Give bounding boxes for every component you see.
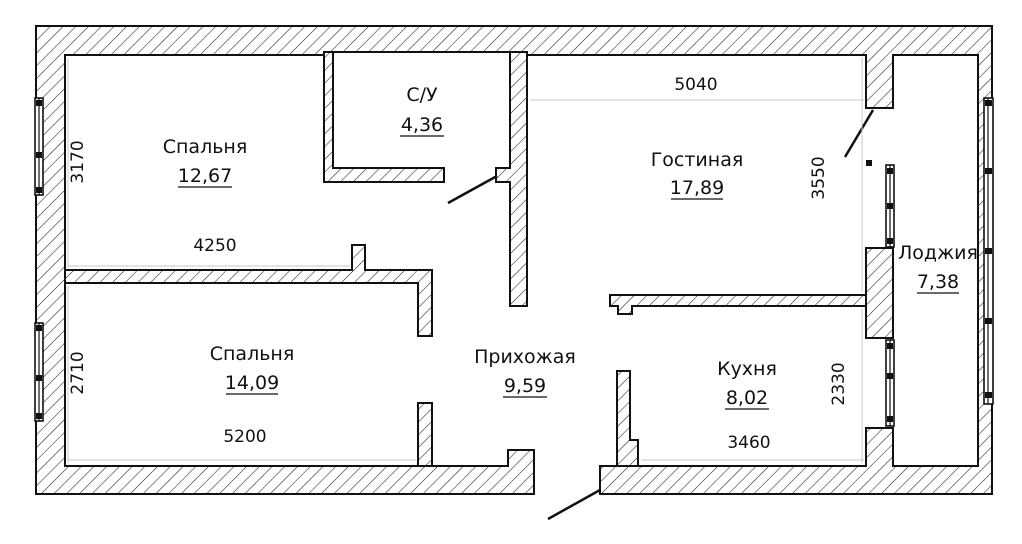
bathroom-right-wall	[495, 51, 528, 307]
bedroom1-area: 12,67	[178, 165, 232, 187]
window-loggia-outer	[983, 97, 994, 405]
loggia-door-jamb	[866, 160, 872, 166]
bathroom-door	[447, 174, 498, 205]
dim-bedroom2-height: 2710	[68, 351, 88, 394]
loggia-door	[843, 109, 875, 158]
dim-living-height: 3550	[809, 156, 829, 199]
loggia-area: 7,38	[917, 271, 959, 293]
dim-bedroom2-width: 5200	[223, 427, 266, 447]
dim-bedroom1-height: 3170	[68, 140, 88, 183]
entrance-door	[547, 488, 601, 521]
bedroom2-right-wall	[417, 402, 433, 467]
loggia-wall-middle	[865, 247, 894, 339]
kitchen-name: Кухня	[717, 358, 777, 380]
dim-kitchen-height: 2330	[829, 362, 849, 405]
living-area: 17,89	[670, 177, 724, 199]
window-loggia-kitchen	[885, 339, 895, 427]
bathroom-wall	[323, 51, 445, 183]
kitchen-area: 8,02	[726, 387, 768, 409]
bedroom-partition-wall	[64, 244, 433, 337]
dim-bedroom1-width: 4250	[193, 236, 236, 256]
bathroom-name: С/У	[406, 84, 438, 106]
hall-area: 9,59	[504, 375, 546, 397]
bedroom2-name: Спальня	[210, 343, 295, 365]
kitchen-partition-wall	[609, 294, 867, 315]
dimension-guides	[67, 58, 864, 463]
window-left-bottom	[34, 322, 44, 422]
dim-kitchen-width: 3460	[727, 433, 770, 453]
window-left-top	[34, 97, 44, 196]
bedroom2-area: 14,09	[225, 372, 279, 394]
bedroom1-name: Спальня	[163, 136, 248, 158]
loggia-name: Лоджия	[898, 242, 978, 264]
outer-wall	[35, 25, 993, 495]
kitchen-left-wall	[616, 370, 639, 467]
dim-living-width: 5040	[674, 75, 717, 95]
hall-name: Прихожая	[474, 346, 576, 368]
window-loggia-living	[885, 164, 895, 248]
bathroom-area: 4,36	[401, 114, 443, 136]
living-name: Гостиная	[651, 149, 744, 171]
